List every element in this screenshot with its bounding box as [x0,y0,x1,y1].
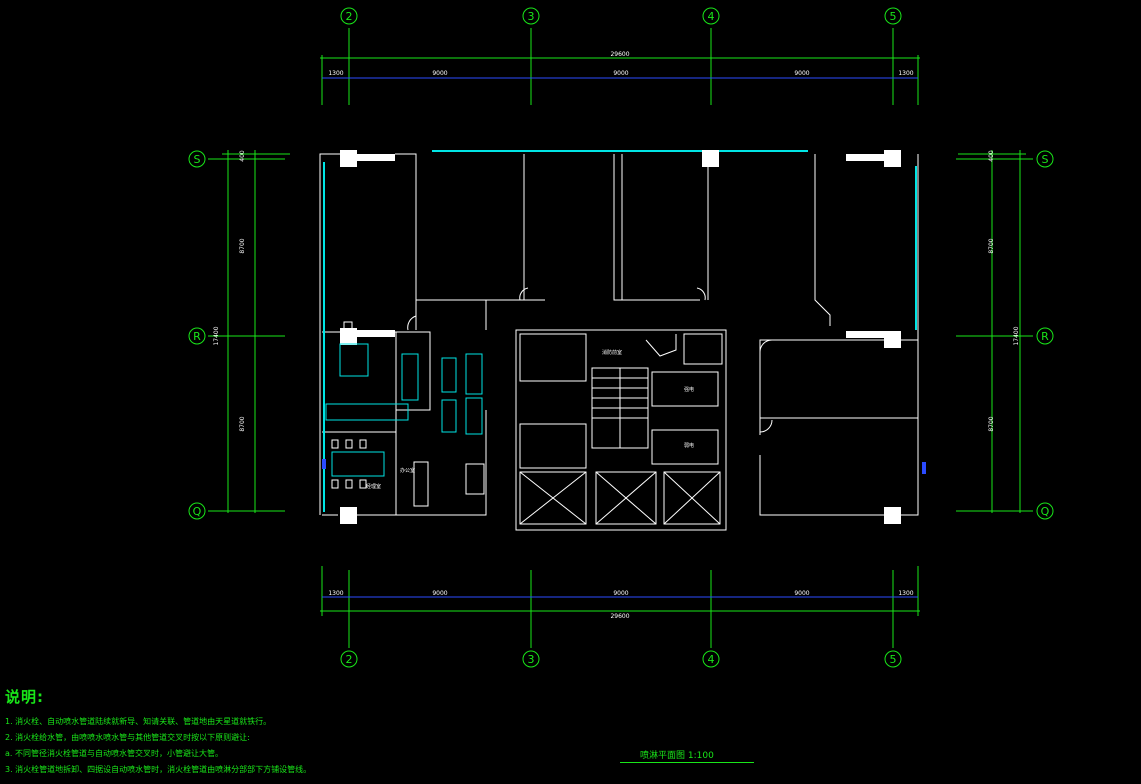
dim-seg: 1300 [898,590,913,597]
grid-axes [208,28,1033,648]
dim-vert: 8700 [239,416,246,431]
dim-total-bottom: 29600 [610,613,629,620]
dim-vert: 400 [988,150,995,162]
axis-label: R [193,330,201,343]
note-line: 3. 消火栓管道地拆卸、四据设自动喷水管时，消火栓管道由喷淋分部部下方铺设管线。 [5,765,312,774]
door-swings [407,287,773,433]
dim-seg: 9000 [432,70,447,77]
column [884,507,901,524]
dim-vert: 8700 [988,416,995,431]
axis-bubble-row-3-right [1036,502,1054,520]
drawing-title: 喷淋平面图 1:100 [640,751,714,761]
dim-vert: 8700 [239,238,246,253]
dim-vert-total: 17400 [213,326,220,345]
dim-seg: 9000 [613,590,628,597]
dim-seg: 1300 [898,70,913,77]
furniture-details [331,321,485,507]
axis-label: 5 [890,653,897,666]
dim-seg: 1300 [328,70,343,77]
room-label: 办公室 [400,467,415,474]
axis-label: S [194,153,201,166]
furniture [325,343,483,477]
notes-heading: 说明: [5,688,44,706]
room-label: 强电 [684,386,694,393]
column [702,150,719,167]
note-line: a. 不同管径消火栓管道与自动喷水管交叉时，小管避让大管。 [5,749,223,758]
axis-label: 3 [528,10,535,23]
axis-bubble-col-4-top [884,7,902,25]
axis-bubble-col-1-bottom [340,650,358,668]
axis-label: Q [193,505,202,518]
axis-bubble-row-2-right [1036,327,1054,345]
axis-bubble-col-3-bottom [702,650,720,668]
column [884,150,901,167]
axis-label: S [1042,153,1049,166]
dim-seg: 9000 [613,70,628,77]
axis-bubble-col-2-top [522,7,540,25]
axis-bubble-row-1-right [1036,150,1054,168]
room-labels: 消防前室 强电 弱电 办公室 经理室 [366,349,694,490]
axis-bubble-col-2-bottom [522,650,540,668]
building-core [515,329,727,531]
dim-vert: 400 [239,150,246,162]
axis-label: 4 [708,653,715,666]
dimension-lines-blue [322,77,918,598]
dimension-texts: 29600 1300 9000 9000 9000 1300 1300 9000… [213,51,1020,620]
axis-label: 2 [346,10,353,23]
note-line: 1. 消火栓、自动喷水管道陆续就新导、知请关联、管道地由天星道就铁行。 [5,717,272,726]
curtain-wall [323,150,917,512]
axis-label: 3 [528,653,535,666]
note-line: 2. 消火栓给水管，由喷喷水喷水管与其他管道交叉时按以下原则避让: [5,733,250,742]
axis-bubble-col-4-bottom [884,650,902,668]
axis-bubble-row-1-left [188,150,206,168]
dim-total-top: 29600 [610,51,629,58]
room-label: 弱电 [684,442,694,449]
axis-bubble-row-2-left [188,327,206,345]
axis-label: 5 [890,10,897,23]
drawing-notes: 说明: 1. 消火栓、自动喷水管道陆续就新导、知请关联、管道地由天星道就铁行。 … [5,686,311,778]
structural-columns [340,150,901,524]
dim-vert: 8700 [988,238,995,253]
axis-label: 4 [708,10,715,23]
dim-seg: 9000 [794,70,809,77]
room-label: 消防前室 [602,349,622,356]
axis-bubble-row-3-left [188,502,206,520]
dim-seg: 9000 [794,590,809,597]
axis-bubbles [188,7,1054,668]
room-label: 经理室 [366,483,381,490]
axis-label: Q [1041,505,1050,518]
axis-bubble-col-1-top [340,7,358,25]
drawing-title-underline [620,762,754,763]
dim-seg: 1300 [328,590,343,597]
dim-vert-total: 17400 [1013,326,1020,345]
dim-seg: 9000 [432,590,447,597]
column [340,150,357,167]
blue-markers [322,459,926,474]
column [340,507,357,524]
column [340,328,357,345]
axis-label: 2 [346,653,353,666]
building-walls [319,153,919,516]
column [884,331,901,348]
axis-labels: 2 3 4 5 2 3 4 5 S R Q S R Q [193,10,1050,666]
axis-label: R [1041,330,1049,343]
axis-bubble-col-3-top [702,7,720,25]
